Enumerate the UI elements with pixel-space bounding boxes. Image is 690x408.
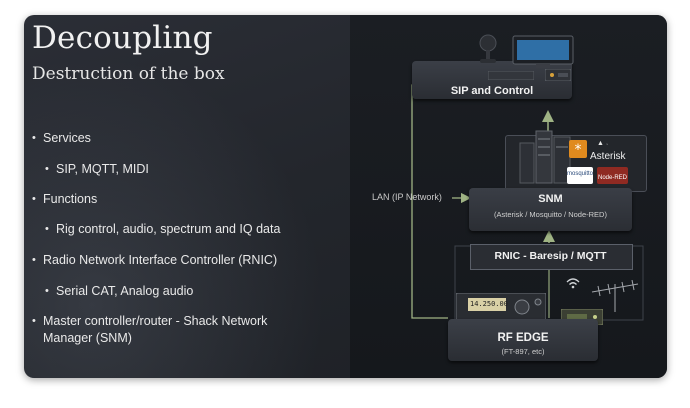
rnic-box xyxy=(470,244,633,270)
sip-control-label: SIP and Control xyxy=(450,85,534,97)
wifi-icon xyxy=(566,276,580,290)
bullet-services: •Services xyxy=(32,131,91,145)
snm-subtitle: (Asterisk / Mosquitto / Node-RED) xyxy=(494,210,607,219)
headset-icon xyxy=(475,34,501,64)
keyboard-icon xyxy=(487,67,535,81)
monitor-icon xyxy=(512,35,574,69)
bullet-snm-continued: Manager (SNM) xyxy=(43,331,132,345)
asterisk-label: Asterisk xyxy=(590,151,626,162)
slide-subtitle: Destruction of the box xyxy=(32,64,225,84)
svg-text:*: * xyxy=(575,142,582,158)
antenna-icon xyxy=(590,279,640,312)
bullet-serial-cat: •Serial CAT, Analog audio xyxy=(45,284,194,298)
snm-platform xyxy=(469,188,632,231)
radio-transceiver-icon xyxy=(455,292,547,321)
controller-device-icon xyxy=(544,68,572,82)
snm-label: SNM xyxy=(538,193,563,205)
bullet-rnic: •Radio Network Interface Controller (RNI… xyxy=(32,253,278,267)
server-rack-icon xyxy=(518,123,573,185)
radio-frequency-display: 14.250.00 xyxy=(470,300,508,308)
rf-edge-subtitle: (FT-897, etc) xyxy=(501,347,545,356)
bullet-rig-control: •Rig control, audio, spectrum and IQ dat… xyxy=(45,222,281,236)
warning-icon: ▲ ˒ xyxy=(597,140,609,147)
rf-edge-platform xyxy=(448,319,598,361)
rnic-label: RNIC - Baresip / MQTT xyxy=(494,250,607,262)
bullet-sip-mqtt-midi: •SIP, MQTT, MIDI xyxy=(45,162,149,176)
asterisk-logo-icon: * xyxy=(569,140,587,158)
rf-edge-label: RF EDGE xyxy=(497,332,549,344)
nodered-logo: Node-RED xyxy=(597,167,628,184)
mosquitto-logo: mosquitto xyxy=(567,167,593,184)
slide-title: Decoupling xyxy=(32,20,213,56)
lan-label: LAN (IP Network) xyxy=(372,192,442,202)
bullet-functions: •Functions xyxy=(32,192,98,206)
bullet-master-controller: •Master controller/router - Shack Networ… xyxy=(32,314,268,328)
